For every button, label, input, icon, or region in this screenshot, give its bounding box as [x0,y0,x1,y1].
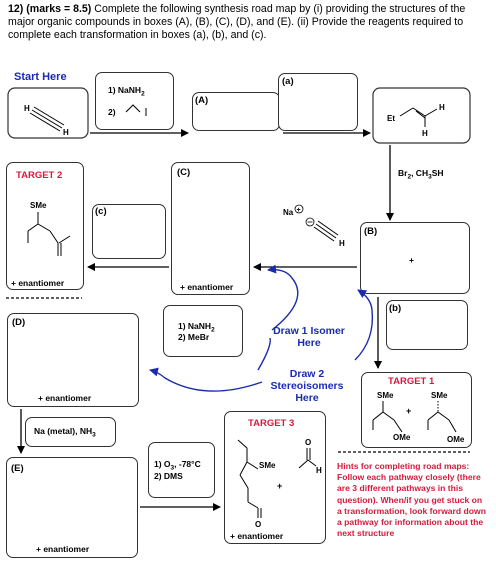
hint-text: Hints for completing road maps: Follow e… [337,461,486,539]
svg-text:O: O [255,520,261,529]
svg-text:+: + [297,207,301,214]
reagent-bromination: Br2, CH3SH [398,168,444,181]
svg-text:H: H [422,129,428,138]
question-text: 12) (marks = 8.5) Complete the following… [8,3,492,42]
box-a[interactable] [278,73,358,131]
alkene-box [372,87,471,144]
box-B-label: (B) [364,226,378,237]
draw-arrow-connector [257,337,271,371]
reagent-na-nh3: Na (metal), NH3 [34,426,96,439]
question-marks: (marks = 8.5) [26,3,92,15]
svg-text:SMe: SMe [431,391,448,400]
target-1-structures: SMe OMe + SMe OMe [372,391,465,444]
box-c-label: (c) [95,206,107,217]
svg-text:H: H [63,128,69,137]
svg-text:H: H [339,239,345,248]
svg-text:H: H [316,466,322,475]
reagent-box-na-nh3 [25,417,116,447]
box-b[interactable] [386,300,468,350]
target-2-structure: SMe [27,201,71,256]
box-B[interactable] [360,222,470,294]
box-E[interactable] [6,457,138,558]
target-1-box [361,372,472,448]
box-A[interactable] [192,92,280,131]
box-D-label: (D) [12,317,26,328]
box-E-label: (E) [11,463,24,474]
draw-1-arrow [267,264,299,331]
target-3-label: TARGET 3 [248,418,295,429]
reagent-D-line2: 2) MeBr [178,332,210,342]
reagent-box-ozone [148,442,215,498]
svg-text:OMe: OMe [393,433,411,442]
box-A-label: (A) [195,95,209,106]
target-1-label: TARGET 1 [388,376,435,387]
start-label: Start Here [14,71,67,83]
svg-text:H: H [24,104,30,113]
start-box [7,87,89,139]
box-E-enantiomer: + enantiomer [36,544,90,554]
svg-text:SMe: SMe [30,201,47,210]
draw-1-arrow-to-D [149,367,263,392]
sodium-acetylide-structure: Na + H [283,204,345,248]
draw-2-arrow-to-B [354,289,374,361]
reagent-step1-line1: 1) NaNH2 [108,85,145,98]
reagent-box-D [163,305,243,357]
target-3-enantiomer: + enantiomer [230,531,284,541]
target-2-label: TARGET 2 [16,170,63,181]
svg-text:Na: Na [283,208,294,217]
reagent-ozone-line2: 2) DMS [154,471,183,481]
target-2-enantiomer: + enantiomer [11,278,65,288]
reagent-ozone-line1: 1) O3, -78°C [154,459,201,472]
svg-text:Et: Et [387,114,395,123]
box-D[interactable] [7,313,139,407]
question-body: Complete the following synthesis road ma… [8,3,466,41]
reagent-box-step1 [95,72,174,130]
target-3-structure: SMe O + O H [237,438,322,529]
box-B-plus: + [409,255,414,265]
box-C-label: (C) [177,167,191,178]
svg-text:+: + [277,481,282,491]
reagent-step1-line2: 2) [108,107,116,117]
svg-text:H: H [439,103,445,112]
ethyl-iodide-structure [125,104,147,116]
svg-text:O: O [305,438,311,447]
box-c[interactable] [92,204,166,259]
box-C-enantiomer: + enantiomer [180,282,234,292]
svg-text:SMe: SMe [377,391,394,400]
box-C[interactable] [171,162,250,295]
svg-text:+: + [406,406,411,416]
box-D-enantiomer: + enantiomer [38,393,92,403]
target-2-box [6,162,84,290]
reagent-D-line1: 1) NaNH2 [178,321,215,334]
question-number: 12) [8,3,24,15]
box-b-label: (b) [389,303,402,314]
svg-text:SMe: SMe [259,461,276,470]
start-alkyne-structure: H H [24,104,69,137]
box-a-label: (a) [282,76,294,87]
svg-text:OMe: OMe [447,435,465,444]
cis-alkene-structure: Et H H [387,103,445,138]
